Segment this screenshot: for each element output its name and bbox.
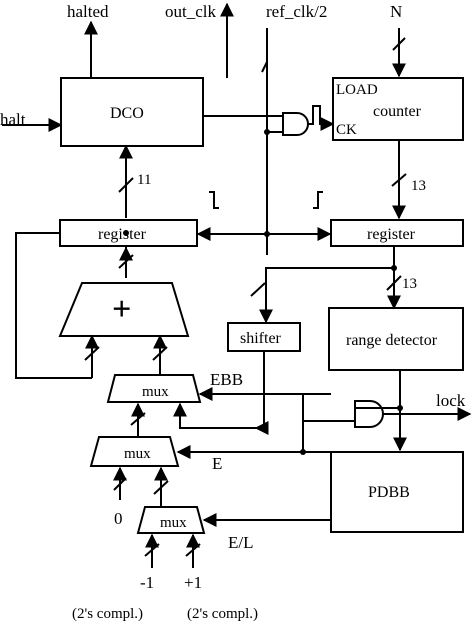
adder-block <box>58 282 190 337</box>
junction-dot <box>123 230 129 236</box>
ref-clk-wire-mark <box>261 61 268 73</box>
register-left-label: register <box>98 226 147 243</box>
mux-top-label: mux <box>142 384 169 400</box>
mux-top-slash <box>152 346 168 361</box>
mux-bot-block <box>136 506 206 534</box>
mux-top-block <box>106 374 202 403</box>
halt-label: halt <box>0 110 26 129</box>
neg-one-slash <box>144 543 160 557</box>
junction-dot <box>397 405 403 411</box>
junction-dot <box>264 231 270 237</box>
counter-bus-slash <box>391 173 407 187</box>
register-bus-width: 13 <box>402 276 417 292</box>
pos-one-label: +1 <box>184 573 202 592</box>
and-to-ck-wire <box>308 105 335 131</box>
ref-clk-label: ref_clk/2 <box>266 2 327 21</box>
mux-mid-block <box>89 436 180 467</box>
rising-edge-symbol <box>313 191 323 209</box>
dco-bus-width: 11 <box>137 172 151 188</box>
mux-bot-label: mux <box>160 515 187 531</box>
mux-bot-slash <box>153 480 169 495</box>
range-detector-block <box>328 307 464 371</box>
pdbb-to-lock-and <box>302 407 355 422</box>
falling-edge-symbol <box>209 191 219 209</box>
twos-compl-left: (2's compl.) <box>72 606 143 622</box>
register-right-label: register <box>367 226 416 243</box>
pdbb-ebb-link <box>302 393 331 452</box>
out-clk-label: out_clk <box>165 2 216 21</box>
zero-label: 0 <box>114 509 123 528</box>
dco-bus-slash <box>118 177 134 193</box>
and-gate-clock <box>282 112 309 136</box>
mux-mid-label: mux <box>124 446 151 462</box>
n-bus-slash <box>392 37 406 51</box>
e-label: E <box>212 454 222 473</box>
shifter-to-mux-top <box>173 402 256 429</box>
n-label: N <box>390 2 402 21</box>
ebb-label: EBB <box>210 370 243 389</box>
counter-bus-width: 13 <box>411 178 426 194</box>
halted-label: halted <box>67 2 109 21</box>
adder-left-slash <box>84 346 100 361</box>
shifter-out-wire <box>254 351 269 435</box>
neg-one-label: -1 <box>140 573 154 592</box>
pos-one-slash <box>185 543 201 557</box>
pdbb-block <box>330 451 464 533</box>
adder-label: + <box>112 291 131 328</box>
register-bus-slash <box>386 275 402 291</box>
adder-bus-slash <box>118 254 134 269</box>
mux-mid-slash <box>130 412 146 426</box>
zero-slash <box>113 477 127 491</box>
pdbb-label: PDBB <box>368 484 410 501</box>
shifter-bus-slash <box>250 282 266 297</box>
ck-label: CK <box>336 122 357 138</box>
junction-dot <box>264 129 270 135</box>
load-label: LOAD <box>336 82 378 98</box>
lock-label: lock <box>436 391 466 410</box>
twos-compl-right: (2's compl.) <box>187 606 258 622</box>
counter-label: counter <box>373 103 422 120</box>
shifter-label: shifter <box>240 330 282 347</box>
and-gate-lock <box>354 400 384 428</box>
dco-label: DCO <box>110 105 144 122</box>
range-detector-label: range detector <box>346 332 438 349</box>
junction-dot <box>391 265 397 271</box>
feedback-loop-wire <box>15 232 92 379</box>
junction-dot <box>300 449 306 455</box>
el-label: E/L <box>228 533 254 552</box>
tap-to-shifter-bus <box>259 267 394 324</box>
